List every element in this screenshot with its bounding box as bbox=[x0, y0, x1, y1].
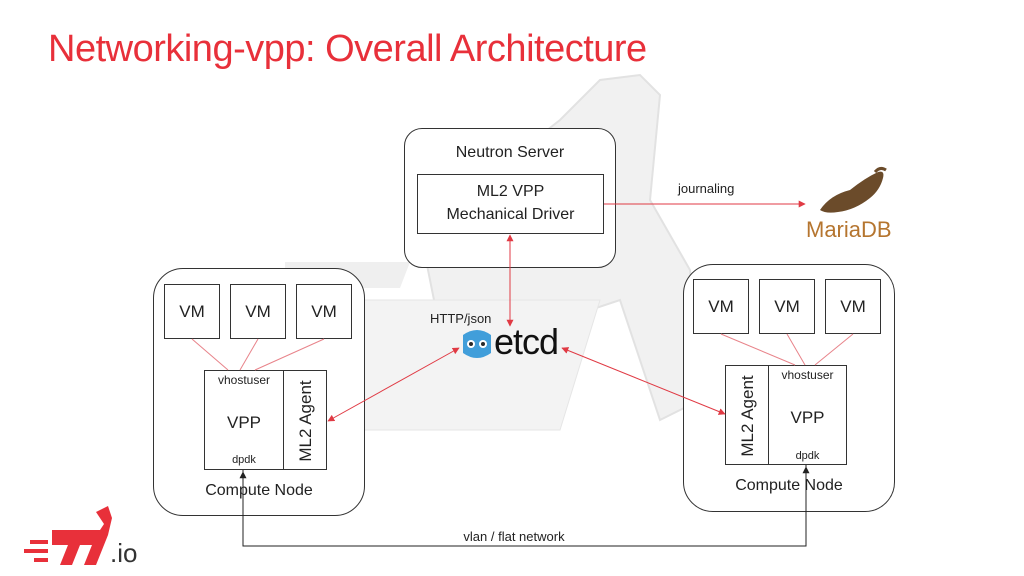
logo-suffix: .io bbox=[110, 538, 138, 568]
mariadb-label: MariaDB bbox=[806, 217, 892, 242]
right-vm-3: VM bbox=[825, 279, 881, 334]
journaling-label: journaling bbox=[678, 181, 735, 196]
left-vm-1: VM bbox=[164, 284, 220, 339]
left-vm-3: VM bbox=[296, 284, 352, 339]
right-vm-2: VM bbox=[759, 279, 815, 334]
left-vhostuser-label: vhostuser bbox=[217, 373, 271, 387]
right-compute-node-label: Compute Node bbox=[735, 477, 843, 494]
network-label: vlan / flat network bbox=[463, 529, 565, 544]
neutron-server-label: Neutron Server bbox=[455, 144, 565, 161]
ml2-driver-line1: ML2 VPP bbox=[476, 183, 545, 200]
left-vpp-box: vhostuser VPP dpdk bbox=[204, 370, 284, 470]
etcd-left-agent-arrow bbox=[327, 347, 460, 422]
left-dpdk-label: dpdk bbox=[232, 454, 256, 466]
right-vm-1: VM bbox=[693, 279, 749, 334]
right-vhostuser-label: vhostuser bbox=[781, 368, 834, 382]
left-compute-node-label: Compute Node bbox=[205, 482, 313, 499]
ml2-driver-box: ML2 VPP Mechanical Driver bbox=[417, 174, 604, 234]
right-agent-box: ML2 Agent bbox=[725, 365, 769, 465]
etcd-right-agent-arrow bbox=[561, 347, 726, 415]
right-vpp-label: VPP bbox=[790, 408, 825, 427]
page-title: Networking-vpp: Overall Architecture bbox=[48, 28, 647, 70]
right-dpdk-label: dpdk bbox=[795, 450, 820, 462]
network-line bbox=[242, 465, 807, 547]
http-json-label: HTTP/json bbox=[430, 311, 492, 326]
left-agent-box: ML2 Agent bbox=[283, 370, 327, 470]
left-vm-2: VM bbox=[230, 284, 286, 339]
ml2-driver-line2: Mechanical Driver bbox=[446, 206, 575, 223]
right-vpp-box: vhostuser VPP dpdk bbox=[768, 365, 847, 465]
left-vpp-label: VPP bbox=[226, 413, 262, 432]
etcd-label: etcd bbox=[494, 321, 559, 362]
